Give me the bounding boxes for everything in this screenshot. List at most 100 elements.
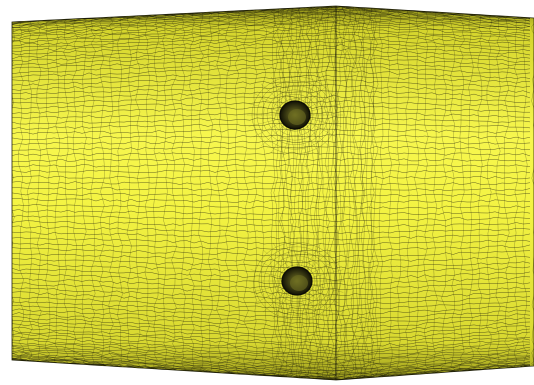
mesh-row-line <box>12 116 531 125</box>
hole-refinement-ring <box>258 246 336 316</box>
mesh-row-line <box>12 128 531 135</box>
mesh-row-line <box>12 22 531 39</box>
mesh-row-line <box>12 95 531 104</box>
hole-refinement-ring <box>266 89 324 141</box>
hole-refinement-spoke <box>308 122 337 138</box>
mesh-row-line <box>12 237 531 246</box>
mesh-column-line <box>329 6 335 380</box>
mesh-row-line <box>12 192 531 198</box>
mesh-column-line <box>297 7 303 378</box>
mesh-column-line <box>18 21 24 361</box>
mesh-column-line <box>153 14 159 370</box>
mesh-column-line <box>373 8 379 378</box>
mesh-column-line <box>369 8 375 378</box>
mesh-column-line <box>325 6 331 380</box>
mesh-column-line <box>162 14 168 370</box>
holes-group <box>279 100 313 296</box>
mesh-column-line <box>289 8 295 378</box>
mesh-column-line <box>477 14 483 370</box>
mesh-column-line <box>234 10 240 375</box>
mesh-row-line <box>12 105 530 114</box>
mesh-column-line <box>396 9 402 376</box>
mesh-row-line <box>12 247 531 258</box>
hole-refinement-spoke <box>260 125 284 147</box>
mesh-row-line <box>12 351 531 372</box>
mesh-row-line <box>12 6 531 23</box>
hole-refinement-spoke <box>255 288 284 304</box>
mesh-row-line <box>12 215 531 222</box>
mesh-row-line <box>12 304 531 322</box>
mesh-column-line <box>513 16 520 368</box>
mesh-column-line <box>317 6 323 380</box>
hole-refinement-ring <box>273 260 321 302</box>
mesh-column-line <box>293 7 299 378</box>
mesh-row-line <box>12 339 531 359</box>
mesh-column-line <box>306 7 312 379</box>
mesh-column-line <box>225 11 231 374</box>
mesh-column-line <box>281 8 287 377</box>
mesh-row-line <box>12 6 531 25</box>
mesh-row-line <box>12 286 531 302</box>
mesh-row-line <box>12 342 531 361</box>
hole-refinement-spoke <box>300 295 310 324</box>
mesh-column-line <box>309 7 315 379</box>
mesh-column-line <box>341 6 347 380</box>
hole-refinement-spoke <box>308 92 337 108</box>
mesh-column-line <box>90 17 96 366</box>
mesh-row-line <box>12 16 531 35</box>
mesh-column-line <box>72 18 78 365</box>
mesh-row-line <box>12 24 531 41</box>
mesh-column-line <box>285 8 291 378</box>
mesh-column-line <box>522 17 528 367</box>
mesh-column-line <box>441 12 447 373</box>
mesh-column-line <box>301 7 307 379</box>
hole-refinement-spoke <box>302 127 320 154</box>
hole-refinement-spoke <box>304 293 322 320</box>
hole-refinement-ring <box>271 94 319 136</box>
mesh-row-line <box>12 326 531 346</box>
mesh-column-line <box>288 8 294 378</box>
mesh-row-line <box>12 19 531 37</box>
mesh-row-line <box>12 61 531 75</box>
hole-refinement-spoke <box>260 83 284 105</box>
hole-refinement-spoke <box>255 258 284 274</box>
mesh-row-line <box>12 267 531 281</box>
mesh-row-line <box>12 15 531 33</box>
mesh-row-line <box>12 111 531 119</box>
mesh-column-line <box>189 12 195 372</box>
mesh-column-line <box>387 9 393 377</box>
mesh-column-line <box>63 19 69 364</box>
mesh-column-line <box>277 8 283 377</box>
mesh-column-line <box>432 11 438 374</box>
mesh-column-line <box>180 13 186 371</box>
mesh-row-line <box>12 79 531 91</box>
mesh-row-line <box>12 40 531 56</box>
mesh-row-line <box>12 69 531 82</box>
mesh-column-line <box>216 11 222 373</box>
mesh-column-line <box>349 6 355 380</box>
hole-refinement-ring <box>278 264 316 298</box>
hole-refinement-spoke <box>306 125 330 147</box>
mesh-column-line <box>305 7 311 379</box>
mesh-row-line <box>12 335 531 355</box>
mesh-column-line <box>361 7 367 379</box>
mesh-column-line <box>337 6 343 380</box>
mesh-column-line <box>243 10 249 375</box>
mesh-column-line <box>171 13 177 371</box>
mesh-row-line <box>12 164 531 168</box>
hole-refinement-spoke <box>310 118 342 127</box>
mesh-column-line <box>252 9 258 376</box>
hole-refinement-ring <box>263 251 331 311</box>
mesh-column-line <box>351 6 357 379</box>
mesh-row-line <box>12 13 531 31</box>
mesh-row-line <box>12 242 531 253</box>
mesh-column-line <box>405 10 411 376</box>
mesh-column-line <box>531 17 534 367</box>
mesh-row-line <box>12 323 531 342</box>
mesh-row-line <box>12 301 531 316</box>
hole-refinement-spoke <box>248 103 280 112</box>
hole-refinement-spoke <box>300 238 310 267</box>
hole-refinement-spoke <box>312 269 344 278</box>
